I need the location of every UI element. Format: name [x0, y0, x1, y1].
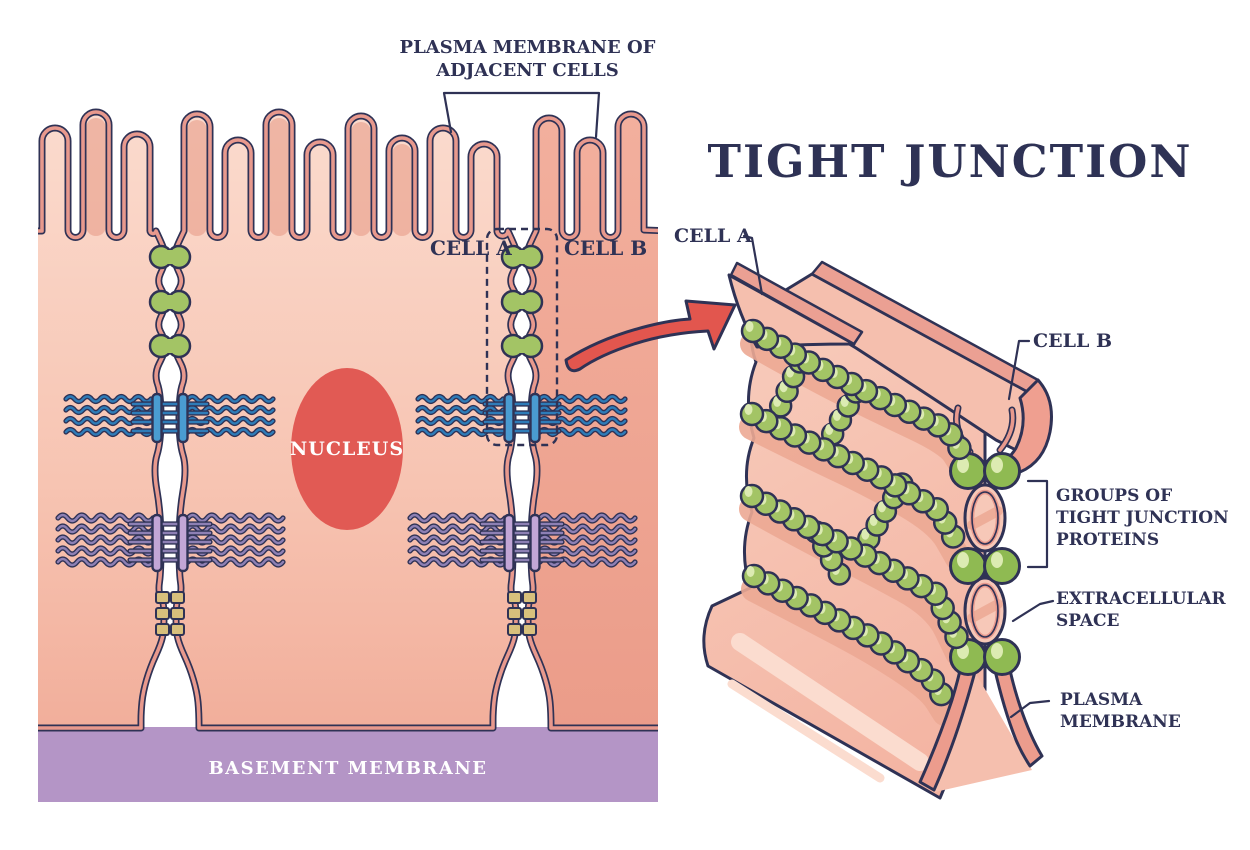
groups-of-tight-junction-proteins-label: GROUPS OF TIGHT JUNCTION PROTEINS — [1056, 486, 1229, 550]
cell-b-label-left: CELL B — [564, 236, 648, 260]
cell-a-label-right: CELL A — [674, 225, 752, 247]
plasma-membrane-label: PLASMA MEMBRANE — [1060, 690, 1181, 732]
plasma-membrane-adjacent-cells-label: PLASMA MEMBRANE OF ADJACENT CELLS — [375, 36, 680, 82]
basement-membrane-label: BASEMENT MEMBRANE — [208, 758, 488, 779]
annotations-layer — [442, 91, 1055, 719]
nucleus-label: NUCLEUS — [289, 438, 405, 460]
epithelium-cross-section — [38, 108, 658, 802]
cell-b-label-right: CELL B — [1033, 330, 1112, 352]
top-label-line2: ADJACENT CELLS — [436, 60, 619, 82]
cell-a-label-left: CELL A — [430, 236, 512, 260]
tight-junction-3d-view — [702, 260, 1053, 800]
extracellular-space-label: EXTRACELLULAR SPACE — [1056, 589, 1226, 631]
top-label-line1: PLASMA MEMBRANE OF — [399, 37, 656, 58]
page-title: TIGHT JUNCTION — [707, 135, 1193, 188]
